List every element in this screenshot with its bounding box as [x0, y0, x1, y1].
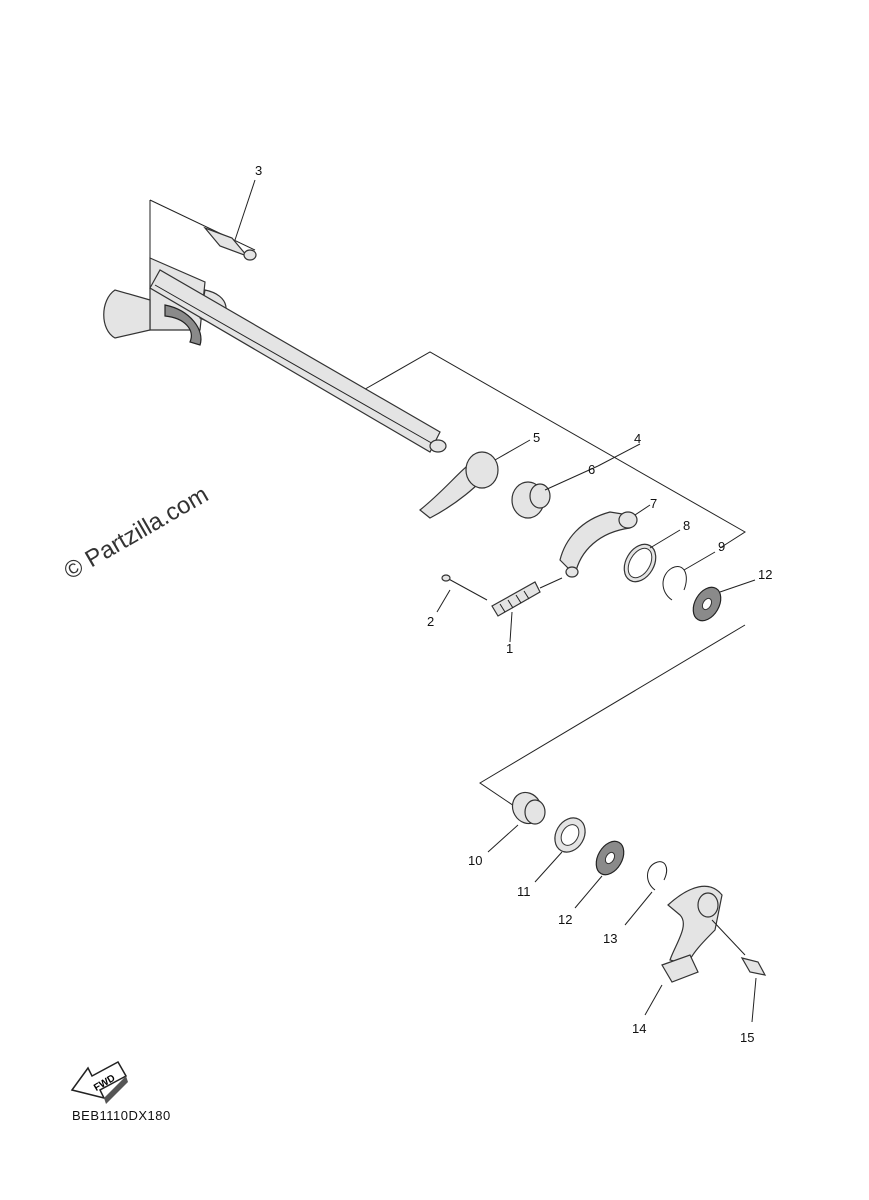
callout-8: 8 — [683, 518, 690, 533]
callout-11: 11 — [517, 884, 531, 899]
part-15-bolt — [711, 919, 767, 1023]
callout-labels: 1 2 3 4 5 6 7 8 9 10 11 12 12 13 14 15 — [255, 163, 772, 1045]
part-6-collar — [511, 443, 641, 519]
part-14-shift-arm — [644, 885, 723, 1016]
callout-15: 15 — [740, 1030, 754, 1045]
callout-4: 4 — [634, 431, 641, 446]
part-11-bearing — [534, 817, 586, 883]
callout-14: 14 — [632, 1021, 646, 1036]
callout-6: 6 — [588, 462, 595, 477]
bracket-lines — [149, 199, 746, 811]
part-8-washer — [623, 529, 681, 583]
callout-12-upper: 12 — [758, 567, 772, 582]
shift-shaft-assembly — [103, 257, 447, 453]
diagram-code: BEB1110DX180 — [72, 1108, 171, 1123]
callout-1: 1 — [506, 641, 513, 656]
part-1-spring — [491, 577, 563, 643]
part-5-arm — [419, 439, 531, 519]
part-7-lever — [559, 504, 651, 578]
part-3-pin — [203, 179, 257, 261]
part-2-bolt — [436, 574, 488, 613]
callout-10: 10 — [468, 853, 482, 868]
part-13-circlip — [624, 861, 668, 926]
part-12-upper-washer — [692, 579, 756, 622]
callout-9: 9 — [718, 539, 725, 554]
watermark: © Partzilla.com — [60, 481, 214, 585]
callout-3: 3 — [255, 163, 262, 178]
part-10-collar — [487, 791, 546, 853]
part-9-circlip — [662, 551, 716, 601]
callout-5: 5 — [533, 430, 540, 445]
callout-12-lower: 12 — [558, 912, 572, 927]
callout-13: 13 — [603, 931, 617, 946]
fwd-arrow-icon: FWD — [70, 1060, 128, 1104]
callout-7: 7 — [650, 496, 657, 511]
callout-2: 2 — [427, 614, 434, 629]
part-12-lower-washer — [574, 840, 625, 909]
